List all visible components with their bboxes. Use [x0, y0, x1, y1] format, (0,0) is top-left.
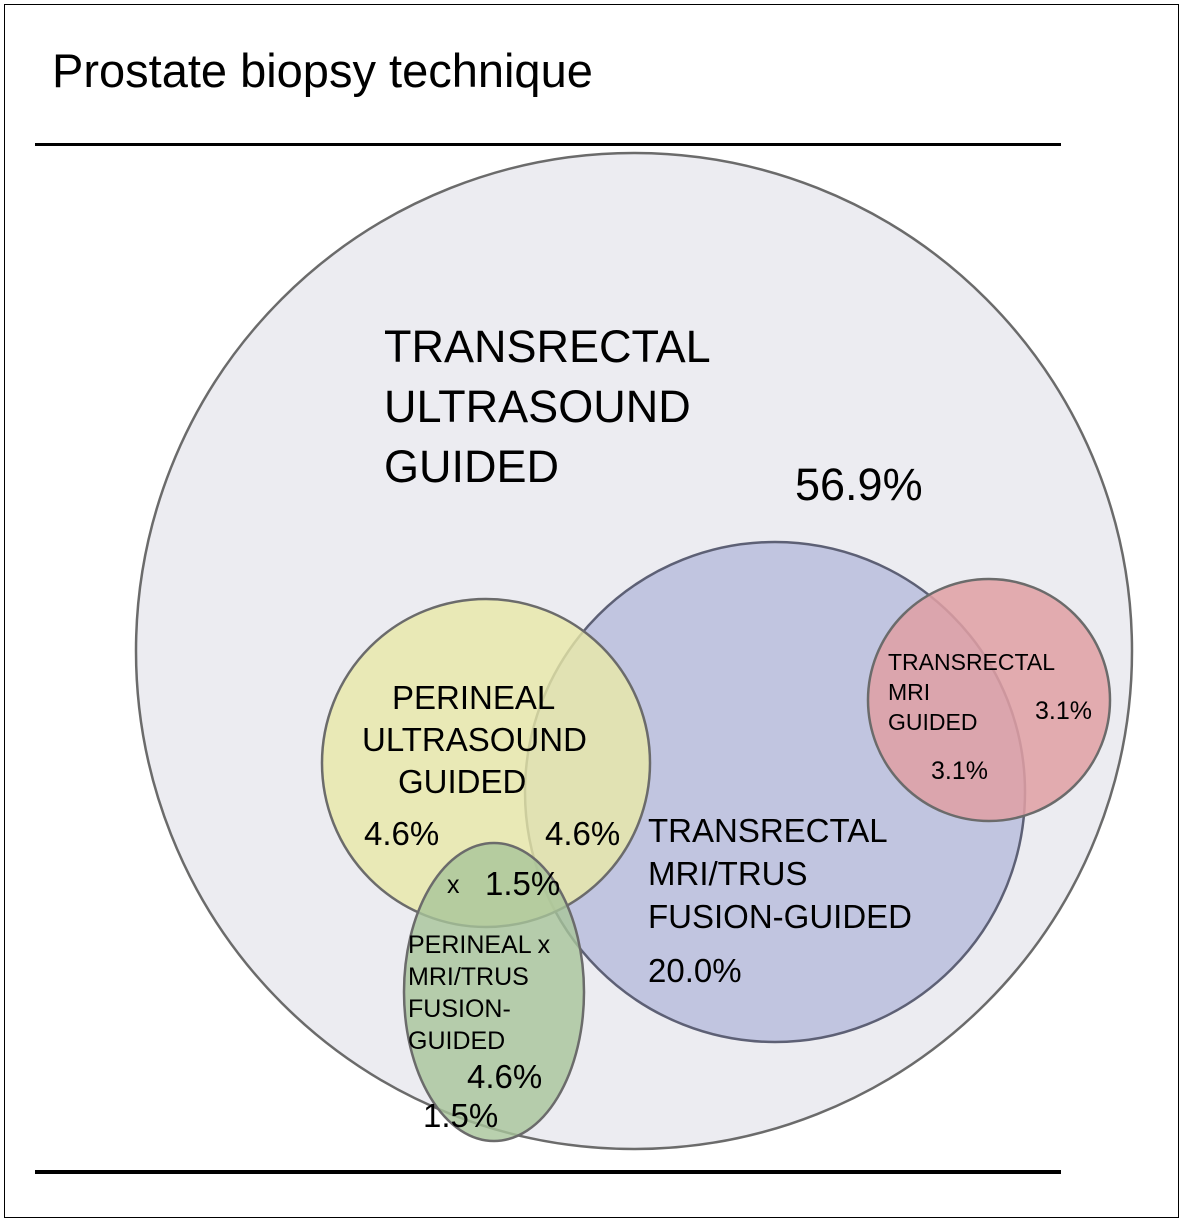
page-title: Prostate biopsy technique: [52, 44, 593, 97]
label-transrectal-mri-trus-fusion-guided-line2: MRI/TRUS: [648, 855, 808, 892]
value-transrectal-mri-guided-outer: 3.1%: [1035, 697, 1092, 725]
value-perineal-x-fusion-lower: 1.5%: [423, 1097, 499, 1134]
label-transrectal-ultrasound-guided-line3: GUIDED: [384, 441, 560, 492]
value-transrectal-ultrasound-guided: 56.9%: [795, 459, 923, 510]
value-transrectal-mri-guided-inner: 3.1%: [931, 757, 988, 785]
label-transrectal-ultrasound-guided-line1: TRANSRECTAL: [384, 321, 711, 372]
label-transrectal-mri-guided-line1: TRANSRECTAL: [888, 649, 1055, 675]
label-transrectal-mri-guided-line3: GUIDED: [888, 709, 978, 735]
label-perineal-ultrasound-guided-line2: ULTRASOUND: [362, 721, 587, 758]
label-perineal-x-fusion-line2: MRI/TRUS: [408, 963, 529, 991]
label-perineal-x-fusion-line4: GUIDED: [408, 1027, 506, 1055]
set-ellipse-perineal-x-mri-trus-fusion-guided[interactable]: [402, 841, 586, 1143]
label-perineal-x-fusion-line3: FUSION-: [408, 995, 511, 1023]
label-transrectal-mri-guided-line2: MRI: [888, 679, 931, 705]
value-perineal-ultrasound-guided-left: 4.6%: [364, 815, 440, 852]
label-perineal-x-fusion-line1: PERINEAL x: [408, 931, 551, 959]
label-perineal-ultrasound-guided-line1: PERINEAL: [392, 679, 556, 716]
label-transrectal-mri-trus-fusion-guided-line3: FUSION-GUIDED: [648, 898, 912, 935]
value-perineal-x-fusion-upper: 4.6%: [467, 1058, 543, 1095]
footer-divider: [35, 1170, 1061, 1174]
value-overlap-perineal-us-fusion: 1.5%: [485, 865, 561, 902]
label-perineal-ultrasound-guided-line3: GUIDED: [398, 763, 527, 800]
overlap-marker-x: x: [447, 871, 460, 899]
value-transrectal-mri-trus-fusion-guided: 20.0%: [648, 952, 742, 989]
label-transrectal-mri-trus-fusion-guided-line1: TRANSRECTAL: [648, 812, 888, 849]
value-perineal-ultrasound-guided-right: 4.6%: [545, 815, 621, 852]
header-divider: [35, 143, 1061, 146]
set-circle-transrectal-mri-guided[interactable]: [866, 577, 1112, 823]
label-transrectal-ultrasound-guided-line2: ULTRASOUND: [384, 381, 691, 432]
